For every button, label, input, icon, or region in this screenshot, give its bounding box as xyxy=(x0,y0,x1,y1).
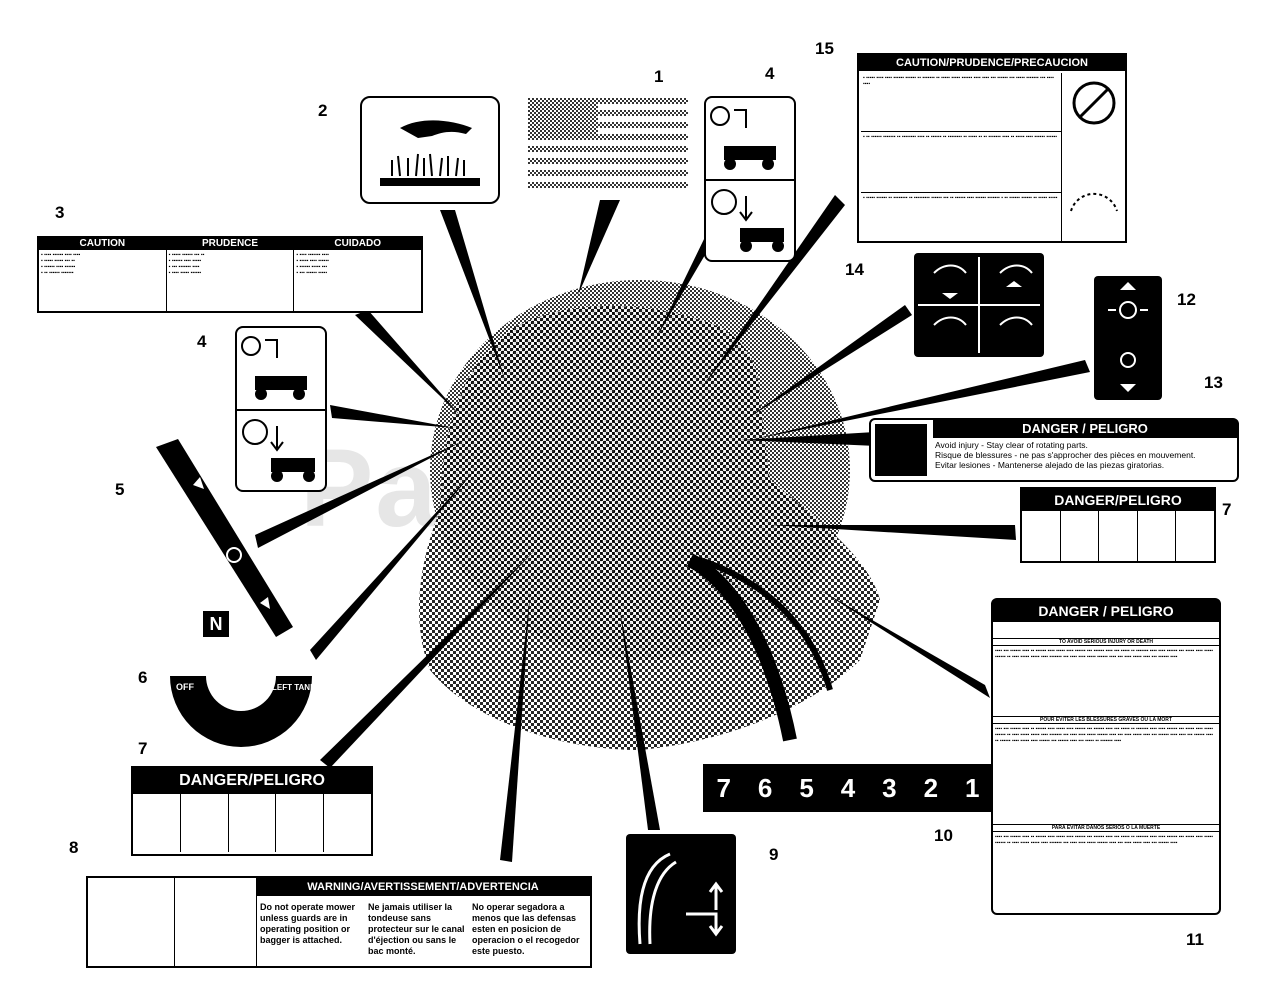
neutral-decal: N xyxy=(203,611,229,637)
warning-guard-decal: WARNING/AVERTISSEMENT/ADVERTENCIA Do not… xyxy=(86,876,592,968)
danger-decal-left: DANGER/PELIGRO xyxy=(131,766,373,856)
sub-header-fr: POUR EVITER LES BLESSURES GRAVES OU LA M… xyxy=(993,716,1219,724)
scale-digit: 4 xyxy=(840,772,856,803)
thrown-object-icon xyxy=(133,794,181,852)
scale-digit: 3 xyxy=(882,772,897,803)
warning-text-en: Do not operate mower unless guards are i… xyxy=(260,902,356,945)
no-riders-icon xyxy=(324,794,371,852)
sub-header-en: TO AVOID SERIOUS INJURY OR DEATH xyxy=(993,639,1219,646)
callout-8: 8 xyxy=(69,838,79,857)
off-label: OFF xyxy=(176,682,194,692)
caution-header: CAUTION xyxy=(39,238,166,250)
keep-away-icon xyxy=(1099,511,1138,561)
remove-key-icon xyxy=(1138,511,1177,561)
steering-direction-decal xyxy=(914,253,1044,357)
scale-digit: 1 xyxy=(965,772,980,803)
fuel-instructions-fr: ▪ ▪▪ ▪▪▪▪▪▪ ▪▪▪▪▪▪▪ ▪▪ ▪▪▪▪▪▪▪▪ ▪▪▪▪ ▪▪ … xyxy=(861,132,1061,193)
instructions-fr: ▪▪▪▪ ▪▪▪ ▪▪▪▪▪▪ ▪▪▪▪ ▪▪ ▪▪▪▪▪▪ ▪▪▪▪ ▪▪▪▪… xyxy=(995,726,1214,744)
scale-digit: 2 xyxy=(923,772,939,803)
mower-operator-icons xyxy=(237,336,325,482)
person-hit-icon xyxy=(181,794,229,852)
callout-13: 13 xyxy=(1204,373,1223,392)
rotating-header: DANGER / PELIGRO xyxy=(933,420,1237,438)
rotating-parts-decal: DANGER / PELIGRO Avoid injury - Stay cle… xyxy=(869,418,1239,482)
caution-text: ▪ ▪▪▪▪ ▪▪▪▪▪▪ ▪▪▪▪ ▪▪▪▪▪ ▪▪▪▪▪ ▪▪▪▪▪ ▪▪▪… xyxy=(41,252,81,276)
instructions-es: ▪▪▪▪ ▪▪▪ ▪▪▪▪▪▪ ▪▪▪▪ ▪▪ ▪▪▪▪▪▪ ▪▪▪▪ ▪▪▪▪… xyxy=(995,834,1214,846)
throttle-arrows-icon xyxy=(1108,282,1148,392)
person-hit-icon xyxy=(1061,511,1100,561)
rotating-line-3: Evitar lesiones - Mantenerse alejado de … xyxy=(935,460,1165,470)
left-tank-label: LEFT TANK xyxy=(272,683,316,692)
no-smoking-icon xyxy=(1070,81,1118,212)
callout-3: 3 xyxy=(55,203,65,222)
blade-engage-decal-top xyxy=(704,96,796,262)
scale-digit: 7 xyxy=(716,772,731,803)
danger-safety-instructions-decal: DANGER / PELIGRO TO AVOID SERIOUS INJURY… xyxy=(991,598,1221,915)
callout-6: 6 xyxy=(138,668,148,687)
blade-engage-decal-left xyxy=(235,326,327,492)
fuel-instructions-en: ▪ ▪▪▪▪▪ ▪▪▪▪ ▪▪▪▪ ▪▪▪▪▪▪ ▪▪▪▪▪▪ ▪▪ ▪▪▪▪▪… xyxy=(861,73,1061,132)
mower-operator-icons xyxy=(706,106,794,252)
prudence-header: PRUDENCE xyxy=(166,238,294,250)
callout-10: 10 xyxy=(934,826,953,845)
rotating-line-2: Risque de blessures - ne pas s'approcher… xyxy=(935,450,1196,460)
flag-decal xyxy=(528,98,688,188)
callout-12: 12 xyxy=(1177,290,1196,309)
callout-2: 2 xyxy=(318,101,328,120)
discharge-chute-icon xyxy=(88,878,175,966)
engine-illustration xyxy=(419,280,880,750)
throttle-decal xyxy=(1094,276,1162,400)
height-adjust-icon xyxy=(637,852,724,945)
rotating-line-1: Avoid injury - Stay clear of rotating pa… xyxy=(935,440,1088,450)
cuidado-header: CUIDADO xyxy=(294,238,422,250)
cutting-height-decal xyxy=(626,834,736,954)
callout-9: 9 xyxy=(769,845,779,864)
thrown-object-icon xyxy=(1022,511,1061,561)
prudence-text: ▪ ▪▪▪▪▪ ▪▪▪▪▪▪ ▪▪▪ ▪▪▪ ▪▪▪▪▪▪ ▪▪▪▪ ▪▪▪▪▪… xyxy=(168,252,205,276)
danger-header: DANGER/PELIGRO xyxy=(1022,489,1214,511)
warning-text-fr: Ne jamais utiliser la tondeuse sans prot… xyxy=(368,902,465,956)
hot-surface-decal xyxy=(360,96,500,204)
remove-key-icon xyxy=(276,794,325,852)
right-tank-label: RIGHT TANK xyxy=(222,759,271,768)
rotating-hazard-icon xyxy=(875,424,927,476)
callout-1: 1 xyxy=(654,67,664,86)
fuel-selector-decal: OFF LEFT TANK RIGHT TANK xyxy=(170,676,316,768)
steering-lever-icons xyxy=(918,257,1040,353)
callout-4-top: 4 xyxy=(765,64,775,83)
callout-7-right: 7 xyxy=(1222,500,1232,519)
keep-away-icon xyxy=(229,794,277,852)
callout-15: 15 xyxy=(815,39,834,58)
callout-5: 5 xyxy=(115,480,125,499)
instructions-en: ▪▪▪▪ ▪▪▪ ▪▪▪▪▪▪ ▪▪▪▪ ▪▪ ▪▪▪▪▪▪ ▪▪▪▪ ▪▪▪▪… xyxy=(995,648,1214,660)
guard-position-icon xyxy=(174,878,257,966)
danger-decal-right: DANGER/PELIGRO xyxy=(1020,487,1216,563)
caution-fuel-decal: CAUTION/PRUDENCE/PRECAUCION ▪ ▪▪▪▪▪ ▪▪▪▪… xyxy=(857,53,1127,243)
danger-header: DANGER/PELIGRO xyxy=(133,768,371,794)
warning-header: WARNING/AVERTISSEMENT/ADVERTENCIA xyxy=(256,878,590,896)
warning-text-es: No operar segadora a menos que las defen… xyxy=(472,902,580,956)
sub-header-es: PARA EVITAR DAÑOS SERIOS O LA MUERTE xyxy=(993,824,1219,832)
hot-hand-icon xyxy=(380,120,480,186)
hazard-icon-row xyxy=(993,622,1219,639)
scale-digit: 5 xyxy=(799,772,814,803)
cuidado-text: ▪ ▪▪▪▪ ▪▪▪▪▪▪▪ ▪▪▪▪▪ ▪▪▪▪▪ ▪▪▪▪ ▪▪▪▪▪▪▪ … xyxy=(296,252,329,276)
fuel-instructions-es: ▪ ▪▪▪▪▪ ▪▪▪▪▪▪ ▪▪ ▪▪▪▪▪▪▪▪ ▪▪ ▪▪▪▪▪▪▪▪▪ … xyxy=(863,195,1058,201)
callout-11: 11 xyxy=(1186,930,1204,949)
height-scale-decal: 7 6 5 4 3 2 1 xyxy=(703,764,993,812)
danger-header: DANGER / PELIGRO xyxy=(993,600,1219,622)
speed-control-decal xyxy=(156,439,293,637)
callout-4-left: 4 xyxy=(197,332,207,351)
scale-digit: 6 xyxy=(757,772,773,803)
caution-fuel-header: CAUTION/PRUDENCE/PRECAUCION xyxy=(859,55,1125,71)
caution-lifting-decal: CAUTION ▪ ▪▪▪▪ ▪▪▪▪▪▪ ▪▪▪▪ ▪▪▪▪▪ ▪▪▪▪▪ ▪… xyxy=(37,236,423,313)
no-riders-icon xyxy=(1176,511,1214,561)
callout-14: 14 xyxy=(845,260,864,279)
callout-7-left: 7 xyxy=(138,739,148,758)
